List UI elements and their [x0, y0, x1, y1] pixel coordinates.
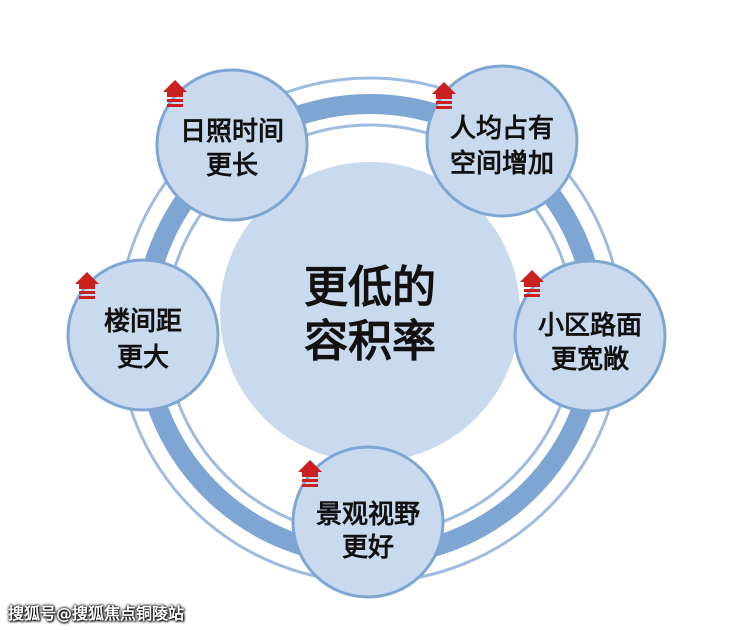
up-arrow-icon: [520, 270, 544, 297]
watermark: 搜狐号@搜狐焦点铜陵站: [8, 604, 185, 623]
node-road-width: 小区路面 更宽敞: [513, 259, 667, 413]
center-node: 更低的 容积率: [220, 162, 520, 462]
up-arrow-icon: [75, 272, 99, 299]
up-arrow-icon: [163, 80, 187, 107]
node-living-space: 人均占有 空间增加: [425, 64, 579, 218]
up-arrow-icon: [432, 82, 456, 109]
node-living-space-line2: 空间增加: [450, 148, 554, 179]
node-sunlight-line1: 日照时间: [180, 117, 284, 147]
node-road-width-line1: 小区路面: [538, 310, 642, 341]
node-sunlight: 日照时间 更长: [155, 68, 309, 222]
node-view: 景观视野 更好: [291, 445, 445, 599]
node-building-spacing: 楼间距 更大: [66, 258, 220, 412]
node-view-line2: 更好: [342, 533, 394, 563]
node-view-line1: 景观视野: [316, 500, 420, 530]
node-road-width-line2: 更宽敞: [551, 344, 630, 375]
center-title-line2: 容积率: [304, 316, 436, 367]
node-building-spacing-line2: 更大: [117, 343, 169, 373]
node-sunlight-line2: 更长: [206, 151, 259, 181]
center-title-line1: 更低的: [304, 262, 436, 313]
up-arrow-icon: [298, 460, 322, 487]
node-building-spacing-line1: 楼间距: [104, 307, 182, 337]
node-living-space-line1: 人均占有: [450, 114, 554, 144]
